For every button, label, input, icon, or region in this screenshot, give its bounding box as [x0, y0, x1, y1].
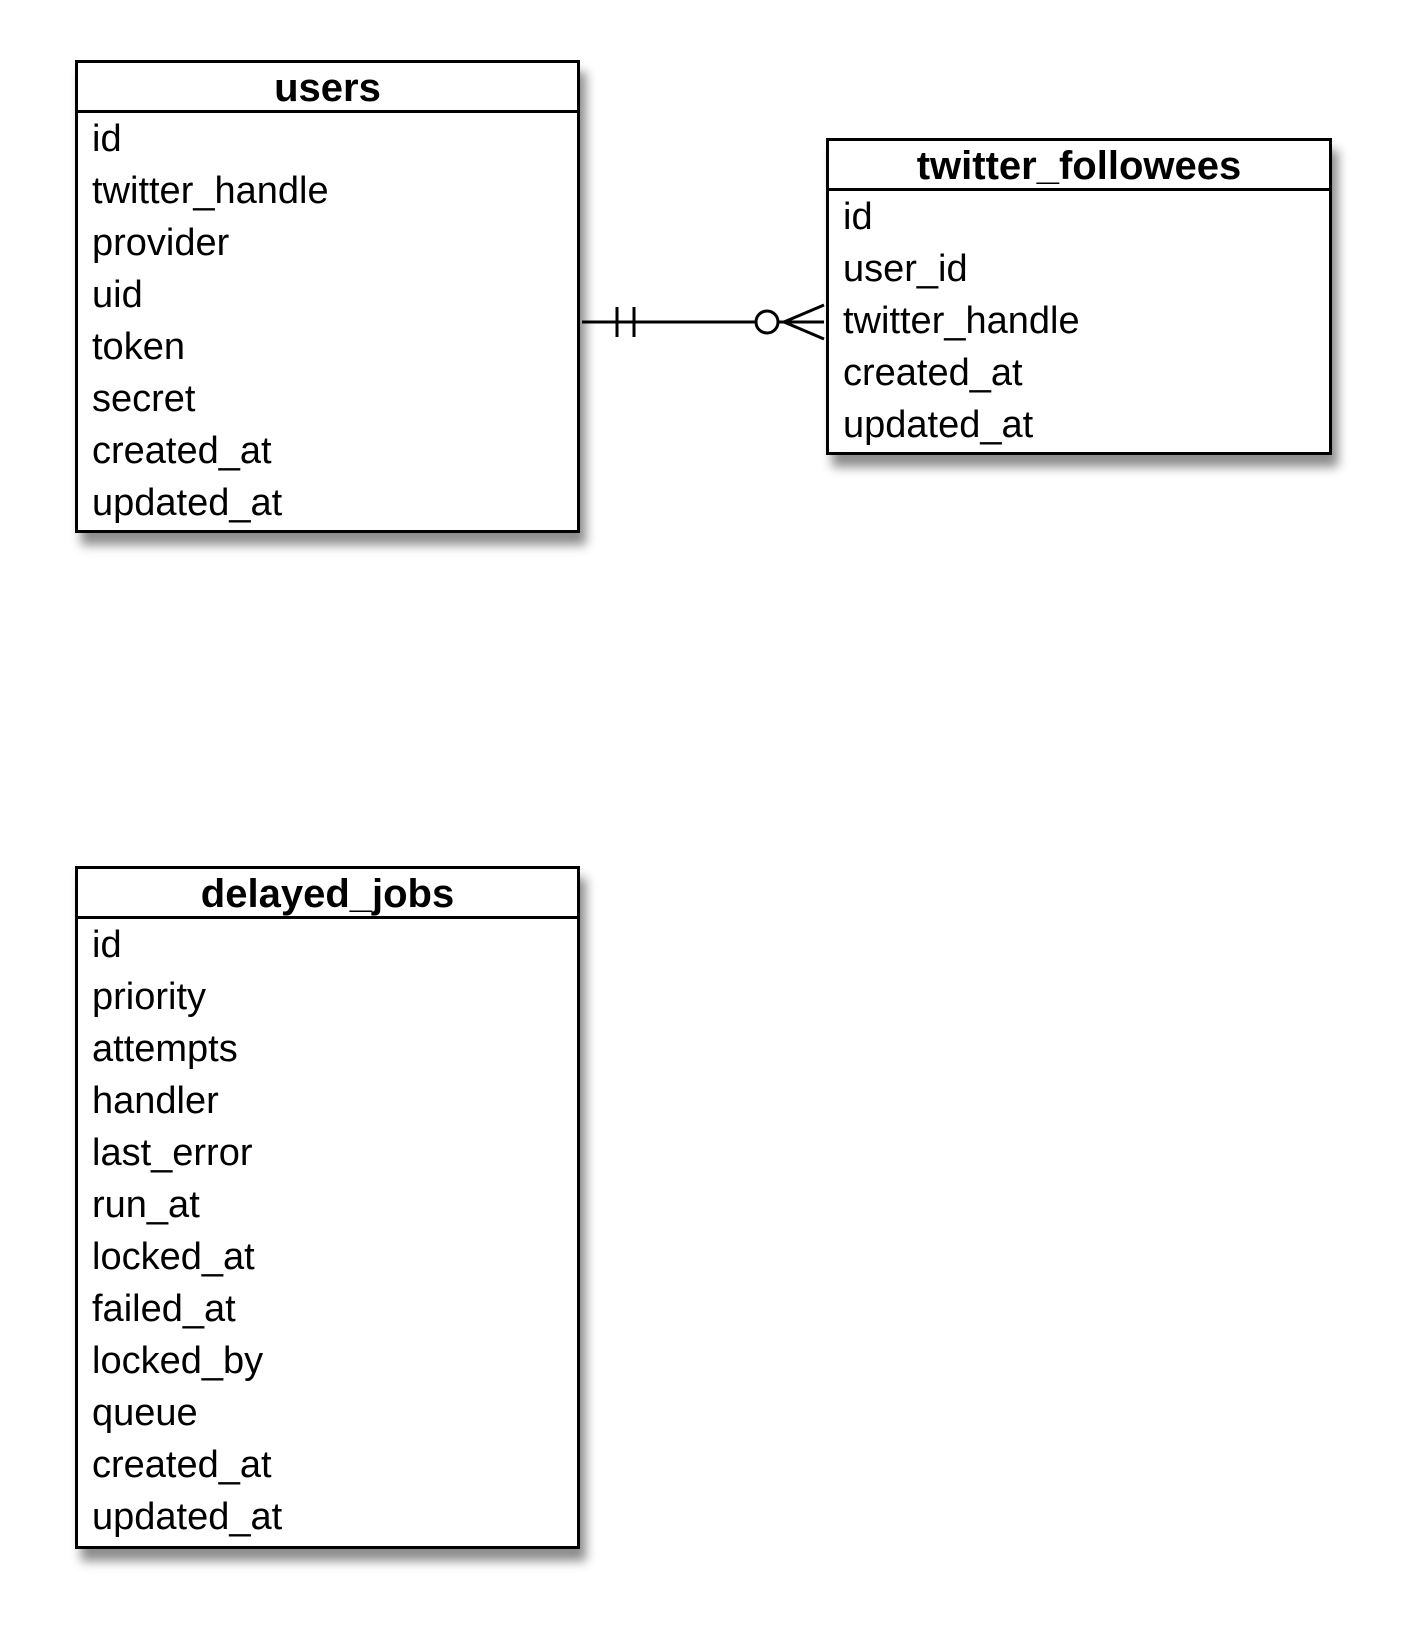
field: updated_at	[92, 482, 283, 524]
field: provider	[92, 222, 230, 264]
entity-title: delayed_jobs	[78, 869, 577, 919]
field: created_at	[843, 352, 1023, 394]
crows-foot-icon	[780, 303, 825, 341]
field: id	[92, 924, 122, 966]
field: twitter_handle	[92, 170, 329, 212]
field: token	[92, 326, 185, 368]
field: updated_at	[843, 404, 1034, 446]
field: twitter_handle	[843, 300, 1080, 342]
field: created_at	[92, 430, 272, 472]
entity-title: users	[78, 63, 577, 113]
field: handler	[92, 1080, 219, 1122]
field: priority	[92, 976, 207, 1018]
entity-delayed-jobs: delayed_jobs id priority attempts handle…	[75, 866, 580, 1549]
field: updated_at	[92, 1496, 283, 1538]
field: uid	[92, 274, 143, 316]
field: id	[92, 118, 122, 160]
field: last_error	[92, 1132, 253, 1174]
field: attempts	[92, 1028, 238, 1070]
field-list: id twitter_handle provider uid token sec…	[78, 113, 577, 529]
entity-twitter-followees: twitter_followees id user_id twitter_han…	[826, 138, 1332, 455]
entity-title: twitter_followees	[829, 141, 1329, 191]
field: user_id	[843, 248, 968, 290]
field: queue	[92, 1392, 198, 1434]
field: secret	[92, 378, 196, 420]
field-list: id priority attempts handler last_error …	[78, 919, 577, 1543]
field: created_at	[92, 1444, 272, 1486]
zero-circle-icon	[754, 309, 780, 335]
field: id	[843, 196, 873, 238]
field: run_at	[92, 1184, 200, 1226]
field-list: id user_id twitter_handle created_at upd…	[829, 191, 1329, 451]
entity-users: users id twitter_handle provider uid tok…	[75, 60, 580, 533]
field: failed_at	[92, 1288, 236, 1330]
field: locked_at	[92, 1236, 255, 1278]
field: locked_by	[92, 1340, 264, 1382]
